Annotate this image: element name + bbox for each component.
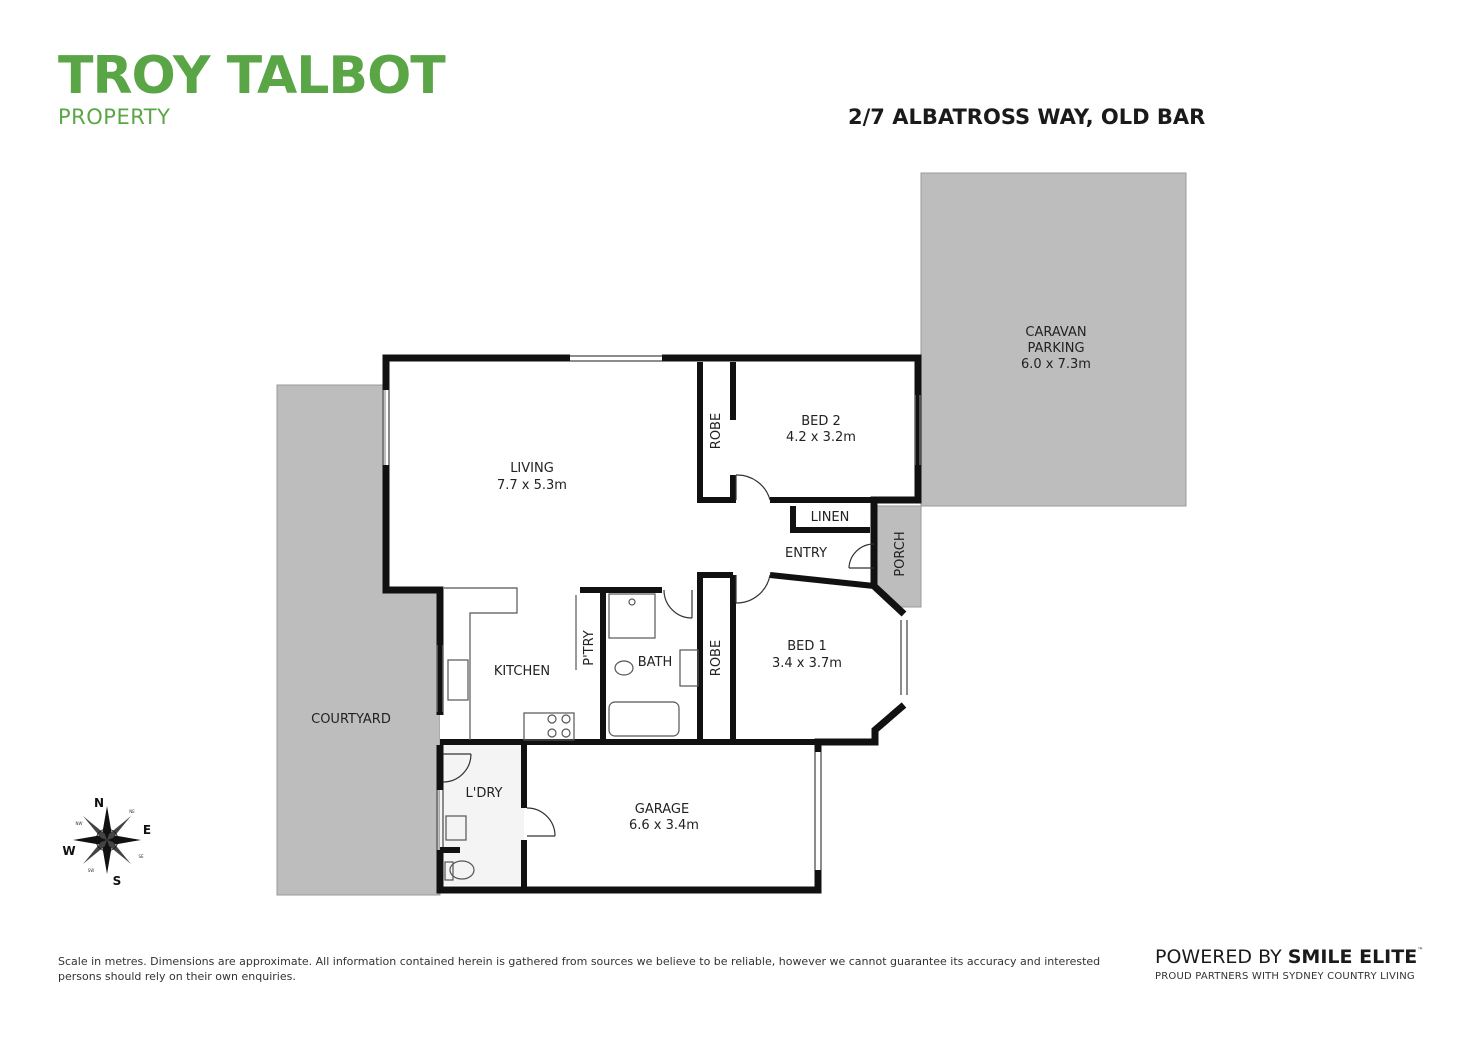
disclaimer-text: Scale in metres. Dimensions are approxim…	[58, 955, 1101, 983]
brand-subtitle: PROPERTY	[58, 105, 171, 129]
bed2-label: BED 2	[801, 414, 841, 429]
caravan-dims: 6.0 x 7.3m	[1021, 357, 1091, 372]
powered-prefix: POWERED BY	[1155, 946, 1288, 968]
compass-ne: NE	[129, 809, 135, 814]
compass-n: N	[94, 796, 104, 810]
compass-nw: NW	[76, 821, 83, 826]
door-swings	[442, 474, 875, 837]
kitchen-label: KITCHEN	[494, 664, 550, 679]
bed1-label: BED 1	[787, 639, 827, 654]
powered-brand: SMILE ELITE	[1287, 946, 1418, 968]
property-address: 2/7 ALBATROSS WAY, OLD BAR	[848, 105, 1206, 129]
compass-se: SE	[138, 854, 144, 859]
brand-title: TROY TALBOT	[58, 46, 446, 106]
laundry-label: L'DRY	[466, 786, 503, 801]
windows	[382, 355, 921, 870]
powered-tm: ™	[1417, 947, 1424, 954]
living-dims: 7.7 x 5.3m	[497, 478, 567, 493]
compass-icon: N E S W NW NE SW SE	[62, 796, 151, 888]
pantry-label: P'TRY	[582, 630, 597, 666]
garage-dims: 6.6 x 3.4m	[629, 818, 699, 833]
powered-by: POWERED BY SMILE ELITE™	[1155, 948, 1423, 967]
garage-label: GARAGE	[635, 802, 689, 817]
interior-walls	[440, 362, 918, 890]
laundry-fixtures	[444, 815, 475, 881]
compass-s: S	[113, 874, 122, 888]
compass-w: W	[62, 844, 75, 858]
living-label: LIVING	[510, 461, 554, 476]
bath-label: BATH	[638, 655, 673, 670]
entry-label: ENTRY	[785, 546, 827, 561]
porch-label: PORCH	[893, 531, 908, 576]
linen-label: LINEN	[811, 510, 850, 525]
caravan-parking-area	[920, 172, 1187, 507]
bed2-dims: 4.2 x 3.2m	[786, 430, 856, 445]
courtyard-label: COURTYARD	[311, 712, 391, 727]
interior-floor	[386, 358, 920, 890]
robe-bottom-label: ROBE	[709, 640, 724, 676]
partners-text: PROUD PARTNERS WITH SYDNEY COUNTRY LIVIN…	[1155, 971, 1415, 982]
compass-e: E	[143, 823, 151, 837]
caravan-label: CARAVAN	[1025, 325, 1086, 340]
compass-sw: SW	[88, 868, 95, 873]
caravan-label-2: PARKING	[1027, 341, 1084, 356]
kitchen-bench	[444, 587, 577, 741]
bathroom-fixtures	[608, 593, 699, 737]
robe-top-label: ROBE	[709, 413, 724, 449]
bed1-dims: 3.4 x 3.7m	[772, 656, 842, 671]
